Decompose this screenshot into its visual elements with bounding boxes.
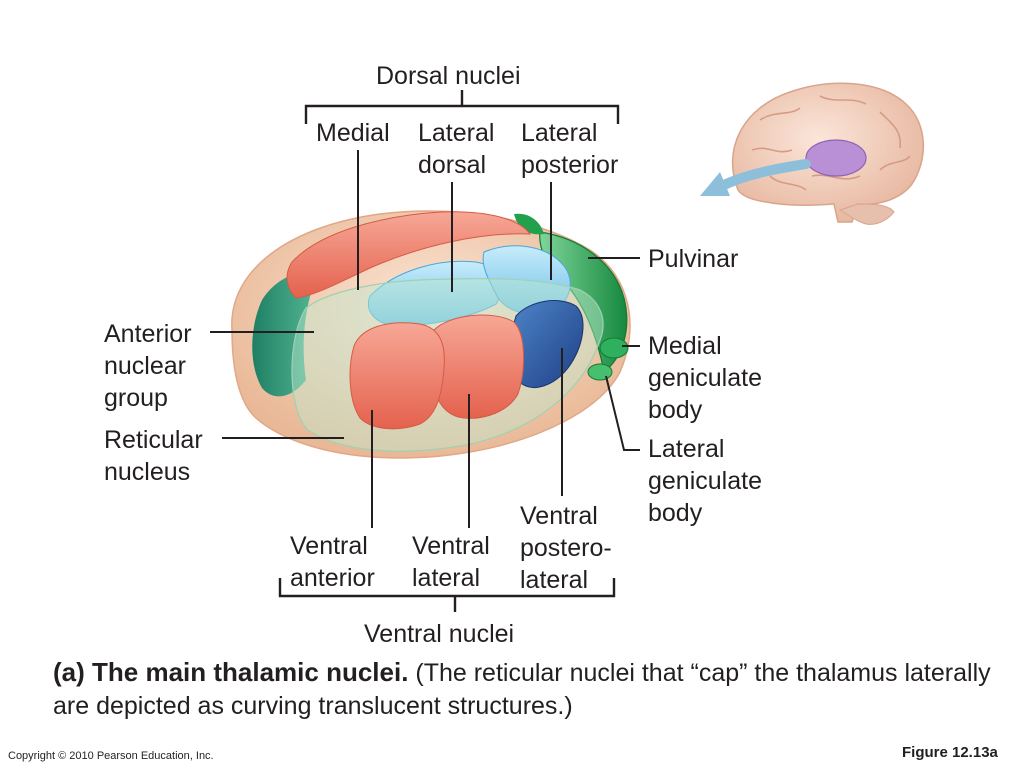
direction-arrow-icon <box>717 159 811 191</box>
pulvinar-label: Pulvinar <box>648 245 739 273</box>
lateral-posterior-label: Lateral posterior <box>521 119 619 179</box>
ventral-anterior-label: Ventral anterior <box>290 532 375 592</box>
reticular-nucleus-label: Reticular nucleus <box>104 426 203 486</box>
caption-text: (The reticular nuclei that “cap” the tha… <box>53 659 991 720</box>
ventral-lateral-region <box>431 314 525 419</box>
medial-geniculate-body-label: Medial geniculate body <box>648 332 762 424</box>
lateral-geniculate-body-label: Lateral geniculate body <box>648 435 762 527</box>
caption-title: (a) The main thalamic nuclei. <box>53 657 409 687</box>
copyright-text: Copyright © 2010 Pearson Education, Inc. <box>8 750 214 762</box>
leader-lines <box>210 150 640 528</box>
anterior-nuclear-group-label: Anterior nuclear group <box>104 320 192 412</box>
thalamus-highlight <box>805 139 867 177</box>
figure-caption: (a) The main thalamic nuclei. (The retic… <box>53 656 993 723</box>
figure-number: Figure 12.13a <box>902 744 998 761</box>
lateral-geniculate-leader-line <box>605 375 640 451</box>
medial-nucleus-region <box>286 211 532 299</box>
ventral-nuclei-label: Ventral nuclei <box>364 620 515 648</box>
dorsal-nuclei-bracket <box>304 90 620 124</box>
brain-thumbnail-icon <box>700 82 924 225</box>
ventral-nuclei-bracket <box>278 578 616 612</box>
ventral-lateral-label: Ventral lateral <box>412 532 490 592</box>
anterior-nuclear-group-region <box>252 272 318 397</box>
ventral-posterolateral-label: Ventral postero- lateral <box>520 502 612 594</box>
lateral-geniculate-region <box>587 363 613 381</box>
ventral-anterior-region <box>349 322 445 430</box>
medial-geniculate-region <box>599 337 629 359</box>
medial-label: Medial <box>316 119 390 147</box>
lateral-dorsal-label: Lateral dorsal <box>418 119 495 179</box>
dorsal-nuclei-label: Dorsal nuclei <box>376 62 521 90</box>
